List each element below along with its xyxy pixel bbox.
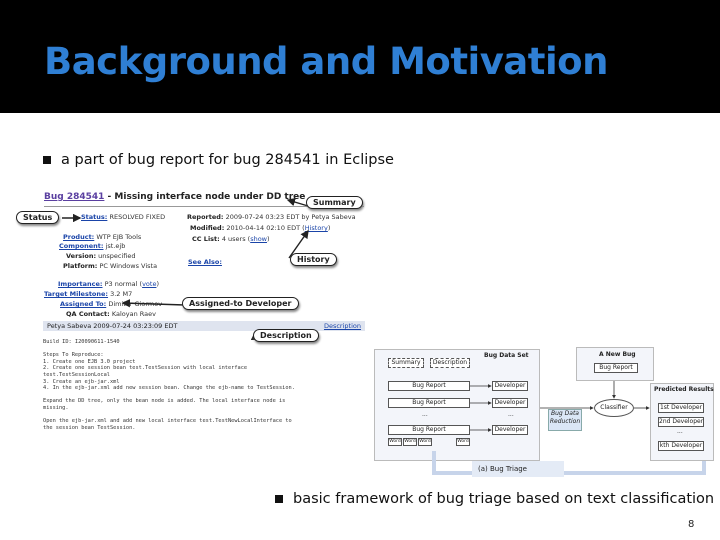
field-target-milestone: Target Milestone: 3.2 M7 xyxy=(44,290,133,298)
description-line xyxy=(43,392,295,399)
vote-link[interactable]: vote xyxy=(142,280,157,288)
bug-report-box-2: Bug Report xyxy=(388,398,470,408)
kth-developer-box: kth Developer xyxy=(658,441,704,451)
history-link[interactable]: History xyxy=(304,224,328,232)
summary-box: Summary xyxy=(388,358,424,368)
developer-box-2: Developer xyxy=(492,398,528,408)
field-modified: Modified: 2010-04-14 02:10 EDT (History) xyxy=(190,224,331,232)
history-callout: History xyxy=(290,253,337,266)
description-line: 2. Create one session bean test.TestSess… xyxy=(43,365,248,372)
description-line: Build ID: I20090611-1540 xyxy=(43,339,120,345)
description-line: Expand the DD tree, only the bean node i… xyxy=(43,398,286,405)
field-see-also: See Also: xyxy=(188,258,222,266)
description-line: the session bean TestSession. xyxy=(43,424,136,431)
predicted-ellipsis: ... xyxy=(677,428,683,435)
bug-report-box-3: Bug Report xyxy=(388,425,470,435)
description-box: Description xyxy=(430,358,470,368)
field-product: Product: WTP EJB Tools xyxy=(63,233,142,241)
assigned-developer-callout: Assigned-to Developer xyxy=(182,297,299,310)
developer-ellipsis: ... xyxy=(508,411,514,418)
word-box-3: Word xyxy=(418,438,432,446)
field-cc-list: CC List: 4 users (show) xyxy=(192,235,270,243)
field-status: Status: RESOLVED FIXED xyxy=(81,213,166,221)
word-box-2: Word xyxy=(403,438,417,446)
bullet-bug-report: a part of bug report for bug 284541 in E… xyxy=(43,152,394,168)
bug-data-set-label: Bug Data Set xyxy=(484,352,529,359)
title-bar xyxy=(0,0,720,113)
bug-summary-text: - Missing interface node under DD tree xyxy=(104,192,306,202)
bug-link[interactable]: Bug 284541 xyxy=(44,192,105,202)
description-author: Petya Sabeva 2009-07-24 03:23:09 EDT xyxy=(47,322,178,330)
word-box-4: Word xyxy=(456,438,470,446)
description-body: Build ID: I20090611-1540 Steps To Reprod… xyxy=(43,339,295,431)
field-qa-contact: QA Contact: Kaloyan Raev xyxy=(66,310,156,318)
bug-ellipsis: ... xyxy=(422,411,428,418)
predicted-results-label: Predicted Results xyxy=(654,386,714,393)
description-line: missing. xyxy=(43,404,69,411)
description-line: test.TestSessionLocal xyxy=(43,371,110,378)
developer-box-3: Developer xyxy=(492,425,528,435)
caption-backdrop xyxy=(472,461,564,477)
description-link[interactable]: Description xyxy=(323,322,361,330)
description-line: 3. Create an ejb-jar.xml xyxy=(43,378,120,385)
bullet-framework: basic framework of bug triage based on t… xyxy=(275,491,714,507)
word-box-1: Word xyxy=(388,438,402,446)
bug-report-screenshot: Bug 284541 - Missing interface node unde… xyxy=(10,186,365,454)
bullet-text: a part of bug report for bug 284541 in E… xyxy=(61,152,394,168)
bullet-square-icon xyxy=(275,495,283,503)
diagram-arrows xyxy=(432,381,706,475)
description-line: 1. Create one EJB 3.0 project xyxy=(43,358,136,365)
bullet-square-icon xyxy=(43,156,51,164)
description-callout: Description xyxy=(253,329,319,342)
page-number: 8 xyxy=(688,519,695,530)
field-component: Component: jst.ejb xyxy=(59,242,126,250)
field-version: Version: unspecified xyxy=(66,252,136,260)
classifier-ellipse: Classifier xyxy=(594,399,634,417)
description-line xyxy=(43,412,295,419)
cc-show-link[interactable]: show xyxy=(250,235,268,243)
field-importance: Importance: P3 normal (vote) xyxy=(58,280,159,288)
new-bug-report-box: Bug Report xyxy=(594,363,638,373)
bug-report-box-1: Bug Report xyxy=(388,381,470,391)
description-line xyxy=(43,346,295,353)
bullet-text: basic framework of bug triage based on t… xyxy=(293,491,715,507)
field-assigned-to: Assigned To: Dimitar Giormov xyxy=(60,300,163,308)
field-platform: Platform: PC Windows Vista xyxy=(63,262,158,270)
status-callout: Status xyxy=(16,211,60,224)
slide-title: Background and Motivation xyxy=(44,40,608,83)
bug-data-reduction-box: Bug Data Reduction xyxy=(548,409,582,431)
description-line: Steps To Reproduce: xyxy=(43,352,104,359)
description-line: Open the ejb-jar.xml and add new local i… xyxy=(43,418,292,425)
field-reported: Reported: 2009-07-24 03:23 EDT by Petya … xyxy=(187,213,356,221)
description-line: 4. In the ejb-jar.xml add new session be… xyxy=(43,385,295,392)
second-developer-box: 2nd Developer xyxy=(658,417,704,427)
first-developer-box: 1st Developer xyxy=(658,403,704,413)
bug-title: Bug 284541 - Missing interface node unde… xyxy=(44,192,305,202)
a-new-bug-label: A New Bug xyxy=(599,351,636,358)
developer-box-1: Developer xyxy=(492,381,528,391)
description-header: Petya Sabeva 2009-07-24 03:23:09 EDT Des… xyxy=(43,321,365,331)
bug-triage-framework-diagram: Bug Data Set Summary Description Bug Rep… xyxy=(374,343,714,479)
title-divider xyxy=(44,206,364,207)
diagram-caption: (a) Bug Triage xyxy=(478,465,527,473)
summary-callout: Summary xyxy=(306,196,363,209)
